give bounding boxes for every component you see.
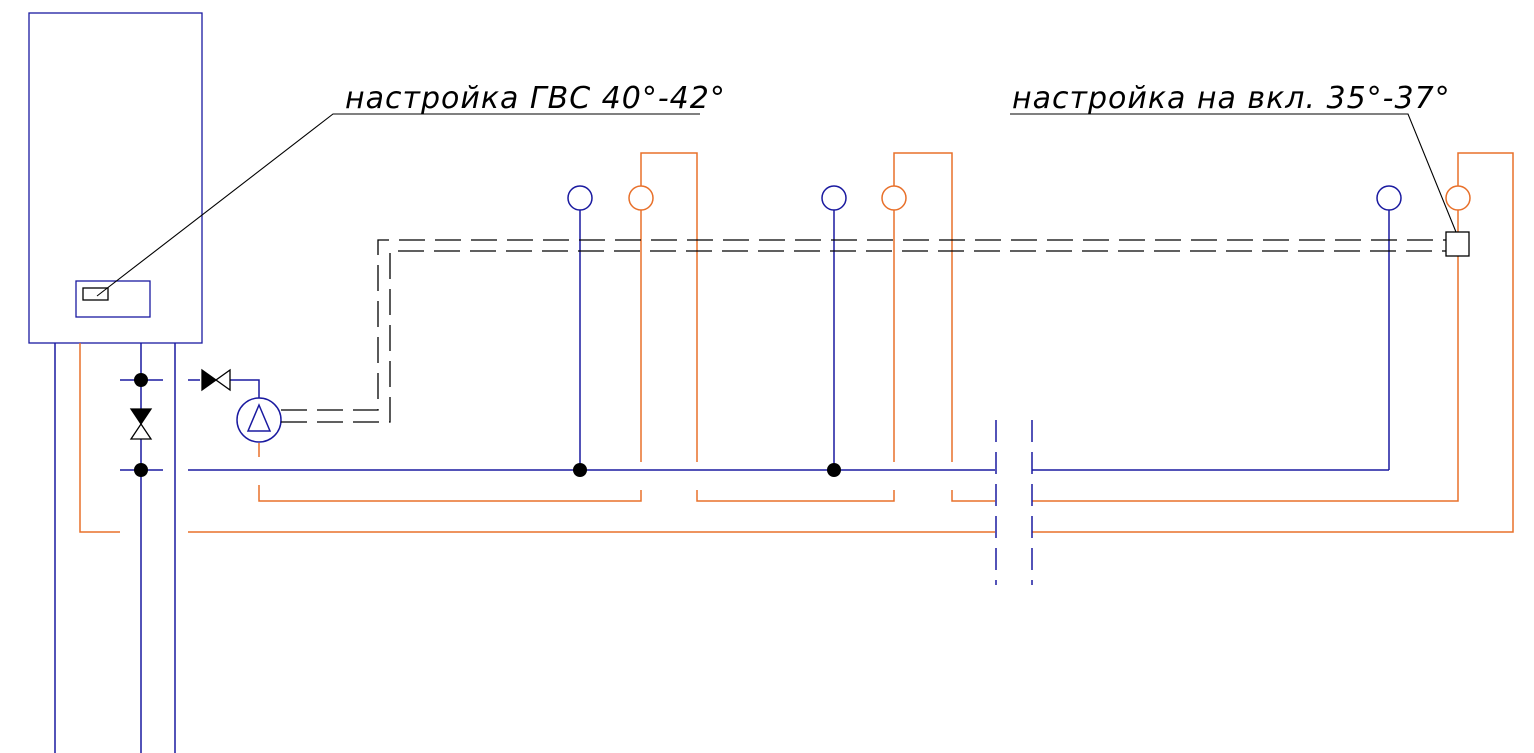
shutoff-valve-top: [129, 408, 153, 426]
leader-lines: [96, 113, 1457, 297]
boiler-display: [82, 287, 109, 301]
check-valve-right: [214, 368, 231, 392]
cold-tap-1: [567, 185, 593, 211]
junction-dot: [827, 463, 841, 477]
hot-tap-2: [881, 185, 907, 211]
junction-dot: [573, 463, 587, 477]
dhw-setting-label: настройка ГВС 40°-42°: [345, 81, 726, 116]
valves: [129, 368, 231, 440]
boiler-control-panel: [75, 280, 151, 318]
hot-water-lines: [79, 152, 1514, 533]
cold-water-lines: [54, 185, 1402, 753]
pump-on-setting-label: настройка на вкл. 35°-37°: [1012, 81, 1451, 116]
temperature-sensor: [1445, 231, 1470, 257]
cold-tap-2: [821, 185, 847, 211]
check-valve-left: [201, 368, 218, 392]
cold-tap-3: [1376, 185, 1402, 211]
break-marks: [995, 420, 1033, 585]
junction-dot: [134, 463, 148, 477]
pump-triangle: [246, 403, 272, 432]
boiler: [28, 12, 203, 344]
hot-tap-3: [1445, 185, 1471, 211]
hot-tap-1: [628, 185, 654, 211]
junction-dot: [134, 373, 148, 387]
junctions: [134, 373, 841, 477]
circulation-pump: [236, 397, 282, 443]
shutoff-valve-bottom: [129, 422, 153, 440]
boiler-body: [28, 12, 203, 344]
control-cable: [281, 239, 1446, 423]
